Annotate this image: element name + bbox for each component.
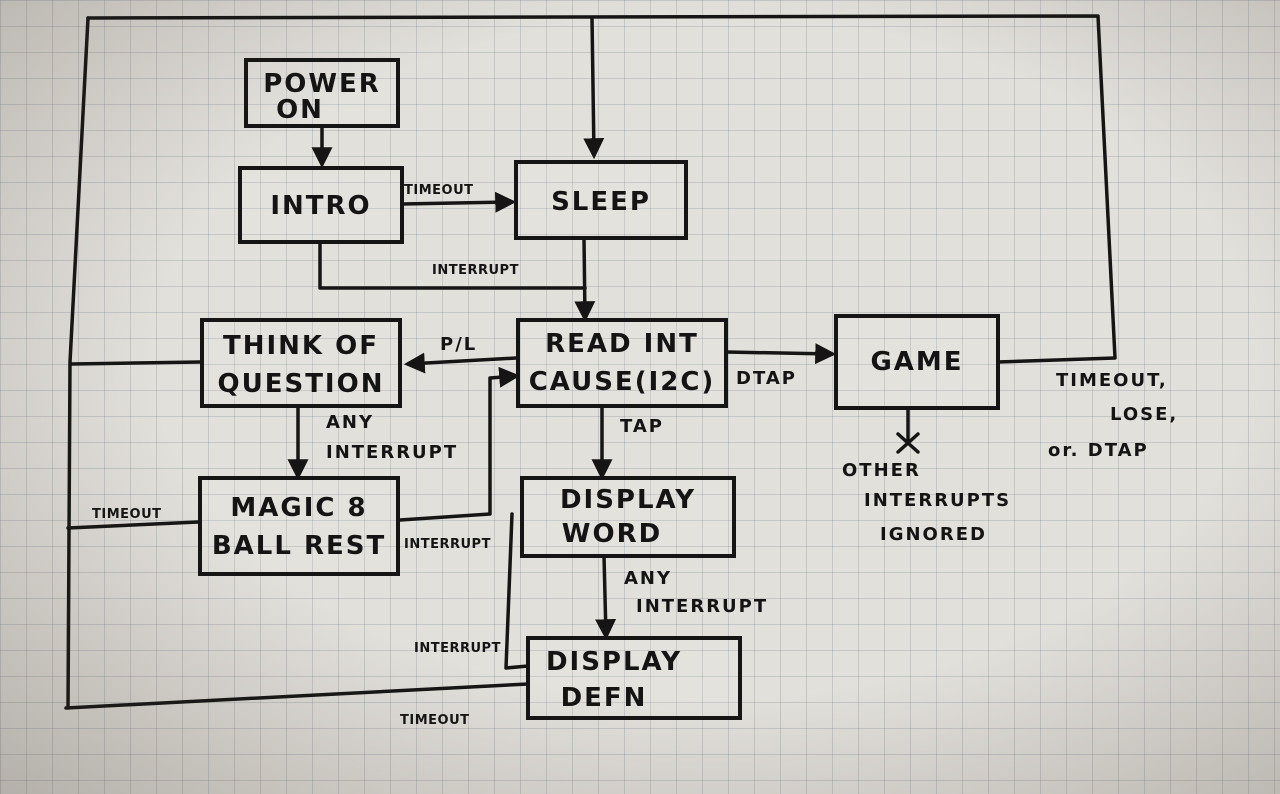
sleep-to-read-arrow (574, 236, 596, 323)
state-think-of-question: THINK OF QUESTION (200, 318, 402, 408)
intro-to-sleep-arrow (400, 191, 517, 213)
game-ignored-wire (896, 408, 920, 454)
state-game-label: GAME (870, 347, 963, 377)
state-read-int-cause: READ INT CAUSE(I2C) (516, 318, 728, 408)
state-intro-label: INTRO (270, 191, 371, 221)
state-power-on-line2: ON (276, 95, 324, 125)
note-ignored-line2: INTERRUPTS (864, 490, 1011, 511)
label-word-any: ANY (624, 568, 672, 589)
state-display-word: DISPLAY WORD (520, 476, 736, 558)
label-pl: P/L (440, 334, 477, 355)
read-to-think-arrow (403, 352, 518, 374)
state-think-line2: QUESTION (218, 369, 385, 399)
read-to-game-arrow (724, 343, 837, 365)
label-tap: TAP (620, 416, 664, 437)
state-display-defn: DISPLAY DEFN (526, 636, 742, 720)
label-dtap: DTAP (736, 368, 797, 389)
state-power-on-line1: POWER (263, 69, 381, 99)
label-intro-timeout: TIMEOUT (404, 183, 474, 198)
defn-timeout-wire (64, 682, 530, 710)
label-defn-interrupt: INTERRUPT (414, 641, 501, 656)
state-intro: INTRO (238, 166, 404, 244)
word-to-defn-arrow (595, 554, 617, 641)
label-magic-timeout: TIMEOUT (92, 507, 162, 522)
state-read-int-line2: CAUSE(I2C) (529, 367, 716, 397)
state-magic-8-ball-rest: MAGIC 8 BALL REST (198, 476, 400, 576)
label-word-interrupt: INTERRUPT (636, 596, 768, 617)
state-power-on: POWER ON (244, 58, 400, 128)
think-to-left-bus-wire (70, 360, 202, 366)
label-magic-interrupt: INTERRUPT (404, 537, 491, 552)
label-defn-timeout: TIMEOUT (400, 713, 470, 728)
state-defn-line2: DEFN (561, 683, 648, 713)
state-sleep-label: SLEEP (551, 187, 651, 217)
note-ignored-line1: OTHER (842, 460, 921, 481)
state-magic-line1: MAGIC 8 (230, 493, 367, 523)
state-game: GAME (834, 314, 1000, 410)
magic-to-read-wire (398, 366, 521, 522)
state-read-int-line1: READ INT (545, 329, 699, 359)
state-defn-line1: DISPLAY (546, 647, 682, 677)
state-sleep: SLEEP (514, 160, 688, 240)
left-return-bus-wire (66, 16, 90, 710)
note-ignored-line3: IGNORED (880, 524, 987, 545)
label-sleep-interrupt: INTERRUPT (432, 263, 519, 278)
state-word-line2: WORD (562, 519, 662, 549)
label-think-any: ANY (326, 412, 374, 433)
defn-to-read-wire (504, 512, 530, 670)
top-to-sleep-wire (583, 16, 605, 160)
intro-interrupt-wire (318, 240, 587, 290)
label-game-exit-1: TIMEOUT, (1056, 370, 1168, 391)
label-think-interrupt: INTERRUPT (326, 442, 458, 463)
magic-timeout-wire (66, 520, 200, 530)
state-magic-line2: BALL REST (212, 531, 386, 561)
label-game-exit-3: or. DTAP (1048, 440, 1149, 461)
label-game-exit-2: LOSE, (1110, 404, 1178, 425)
state-word-line1: DISPLAY (560, 485, 696, 515)
state-think-line1: THINK OF (223, 331, 379, 361)
